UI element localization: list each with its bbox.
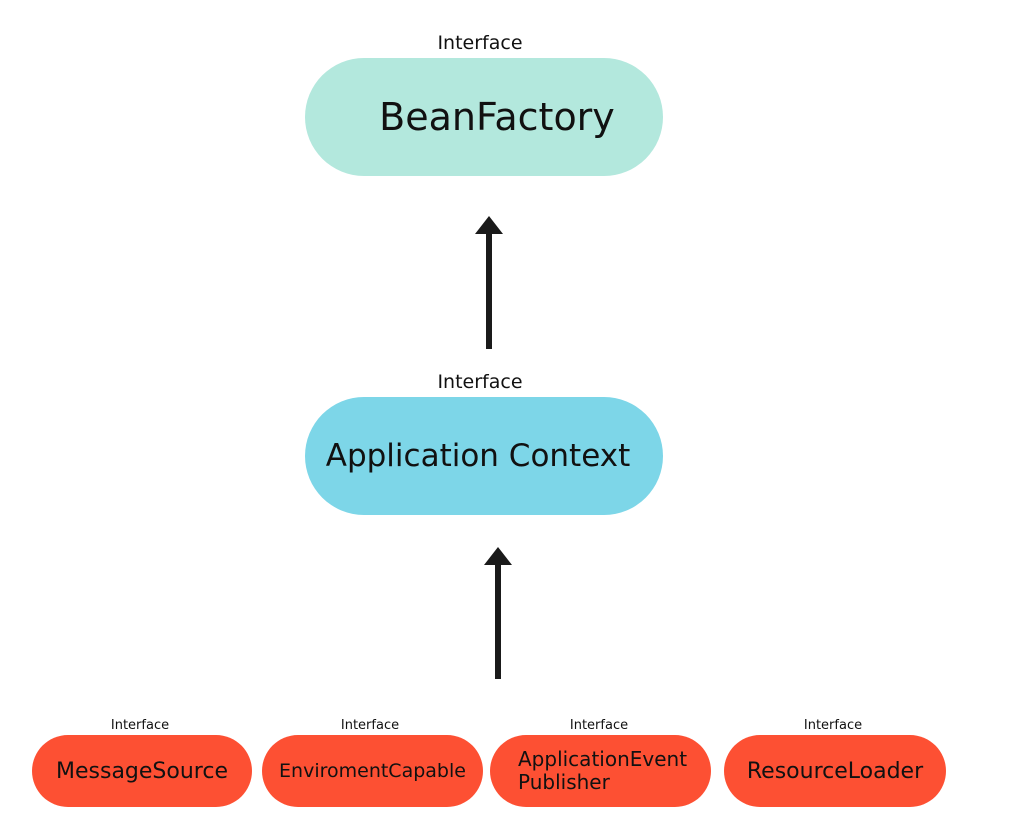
enviromentcapable-node-label: EnviromentCapable xyxy=(279,760,466,782)
application-context-node-label: Application Context xyxy=(325,438,631,474)
arrow-app-context-to-beanfactory xyxy=(475,216,503,349)
beanfactory-node: BeanFactory xyxy=(305,58,663,176)
messagesource-node-label: MessageSource xyxy=(56,758,228,784)
resourceloader-node-label: ResourceLoader xyxy=(746,758,924,784)
beanfactory-node-label: BeanFactory xyxy=(379,95,615,139)
resourceloader-stereotype-label: Interface xyxy=(803,718,863,733)
applicationeventpublisher-node-label-line2: Publisher xyxy=(518,770,610,794)
messagesource-stereotype-label: Interface xyxy=(110,718,170,733)
application-context-node: Application Context xyxy=(305,397,663,515)
enviromentcapable-stereotype-label: Interface xyxy=(340,718,400,733)
messagesource-node: MessageSource xyxy=(32,735,252,807)
application-context-stereotype-label: Interface xyxy=(437,371,523,393)
beanfactory-stereotype-label: Interface xyxy=(437,32,523,54)
applicationeventpublisher-node-label-line1: ApplicationEvent xyxy=(518,747,688,771)
applicationeventpublisher-node: ApplicationEvent Publisher xyxy=(490,735,711,807)
arrow-interfaces-to-app-context xyxy=(484,547,512,679)
enviromentcapable-node: EnviromentCapable xyxy=(262,735,483,807)
applicationeventpublisher-stereotype-label: Interface xyxy=(569,718,629,733)
resourceloader-node: ResourceLoader xyxy=(724,735,946,807)
